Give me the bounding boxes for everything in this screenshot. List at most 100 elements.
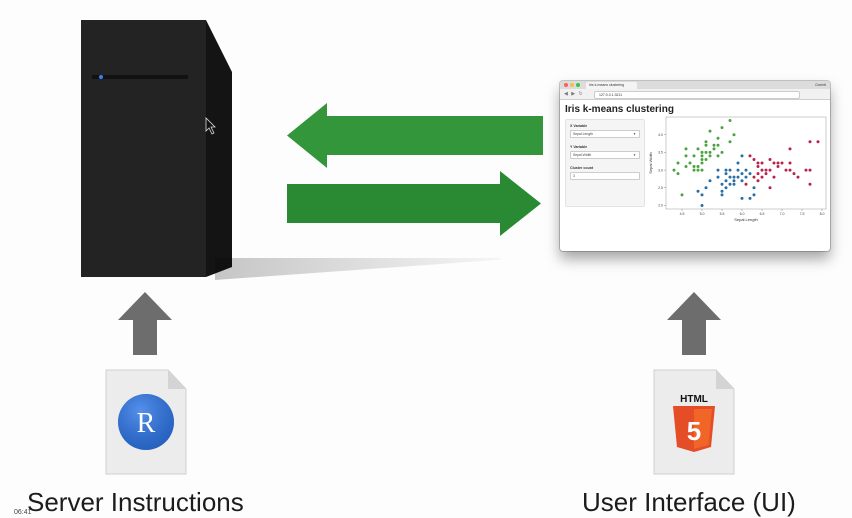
x-variable-value: Sepal.Length <box>573 132 593 136</box>
data-point <box>740 179 744 183</box>
url-field[interactable]: 127.0.0.1:3211 <box>594 90 800 99</box>
data-point <box>708 129 712 133</box>
x-variable-select[interactable]: Sepal.Length ▼ <box>570 130 640 138</box>
data-point <box>788 168 792 172</box>
x-tick-label: 7.0 <box>780 212 785 216</box>
data-point <box>756 161 760 165</box>
data-point <box>752 193 756 197</box>
browser-url-bar: ◀ ▶ ↻ 127.0.0.1:3211 <box>560 89 830 100</box>
data-point <box>760 175 764 179</box>
data-point <box>756 172 760 176</box>
y-variable-value: Sepal.Width <box>573 153 592 157</box>
x-tick-label: 6.5 <box>760 212 765 216</box>
data-point <box>724 179 728 183</box>
data-point <box>716 143 720 147</box>
x-tick-label: 8.0 <box>820 212 825 216</box>
maximize-dot-icon[interactable] <box>576 83 580 87</box>
data-point <box>816 140 820 144</box>
data-point <box>676 161 680 165</box>
data-point <box>696 147 700 151</box>
gray-arrow-up-icon <box>667 292 721 355</box>
data-point <box>776 165 780 169</box>
data-point <box>780 161 784 165</box>
x-axis-label: Sepal.Length <box>734 217 758 222</box>
data-point <box>724 172 728 176</box>
data-point <box>728 182 732 186</box>
data-point <box>760 161 764 165</box>
data-point <box>752 157 756 161</box>
x-tick-label: 5.5 <box>720 212 725 216</box>
html5-file-icon: HTML 5 <box>653 369 735 475</box>
data-point <box>700 203 704 207</box>
chevron-down-icon: ▼ <box>633 153 636 157</box>
cluster-count-value: 3 <box>573 174 575 178</box>
data-point <box>684 147 688 151</box>
x-tick-label: 4.5 <box>680 212 685 216</box>
cluster-count-input[interactable]: 3 <box>570 172 640 180</box>
data-point <box>680 193 684 197</box>
data-point <box>712 143 716 147</box>
data-point <box>768 157 772 161</box>
data-point <box>740 172 744 176</box>
data-point <box>728 119 732 123</box>
data-point <box>744 175 748 179</box>
data-point <box>732 182 736 186</box>
html-label: HTML <box>680 394 708 405</box>
data-point <box>768 186 772 190</box>
data-point <box>724 186 728 190</box>
data-point <box>692 154 696 158</box>
data-point <box>692 168 696 172</box>
x-tick-label: 5.0 <box>700 212 705 216</box>
data-point <box>700 168 704 172</box>
data-point <box>804 168 808 172</box>
data-point <box>788 147 792 151</box>
data-point <box>732 179 736 183</box>
data-point <box>764 172 768 176</box>
data-point <box>728 175 732 179</box>
data-point <box>748 196 752 200</box>
x-variable-label: X Variable <box>570 124 588 128</box>
y-tick-label: 2.0 <box>658 204 663 208</box>
data-point <box>708 154 712 158</box>
mouse-cursor-icon <box>205 117 216 135</box>
data-point <box>704 157 708 161</box>
data-point <box>744 182 748 186</box>
nav-arrows-icon[interactable]: ◀ ▶ ↻ <box>564 91 584 97</box>
data-point <box>708 150 712 154</box>
data-point <box>716 154 720 158</box>
data-point <box>724 168 728 172</box>
data-point <box>720 126 724 130</box>
data-point <box>720 193 724 197</box>
data-point <box>708 179 712 183</box>
data-point <box>736 175 740 179</box>
data-point <box>696 165 700 169</box>
data-point <box>744 168 748 172</box>
data-point <box>720 182 724 186</box>
y-variable-select[interactable]: Sepal.Width ▼ <box>570 151 640 159</box>
data-point <box>772 161 776 165</box>
sidebar-panel: X Variable Sepal.Length ▼ Y Variable Sep… <box>565 119 645 207</box>
data-point <box>808 168 812 172</box>
cluster-count-label: Cluster count <box>570 166 594 170</box>
chevron-down-icon: ▼ <box>633 132 636 136</box>
y-tick-label: 3.0 <box>658 168 663 172</box>
app-title: Iris k-means clustering <box>565 104 674 115</box>
data-point <box>748 154 752 158</box>
r-file-icon: R <box>105 369 187 475</box>
data-point <box>808 182 812 186</box>
browser-tab[interactable]: Iris k-means clustering <box>586 82 637 89</box>
minimize-dot-icon[interactable] <box>570 83 574 87</box>
timestamp: 06:41 <box>14 509 32 516</box>
data-point <box>676 172 680 176</box>
data-point <box>768 168 772 172</box>
data-point <box>716 175 720 179</box>
data-point <box>760 168 764 172</box>
data-point <box>704 140 708 144</box>
data-point <box>712 147 716 151</box>
data-point <box>776 161 780 165</box>
close-dot-icon[interactable] <box>564 83 568 87</box>
ui-caption: User Interface (UI) <box>582 487 796 517</box>
plot-frame <box>665 116 827 210</box>
data-point <box>704 150 708 154</box>
